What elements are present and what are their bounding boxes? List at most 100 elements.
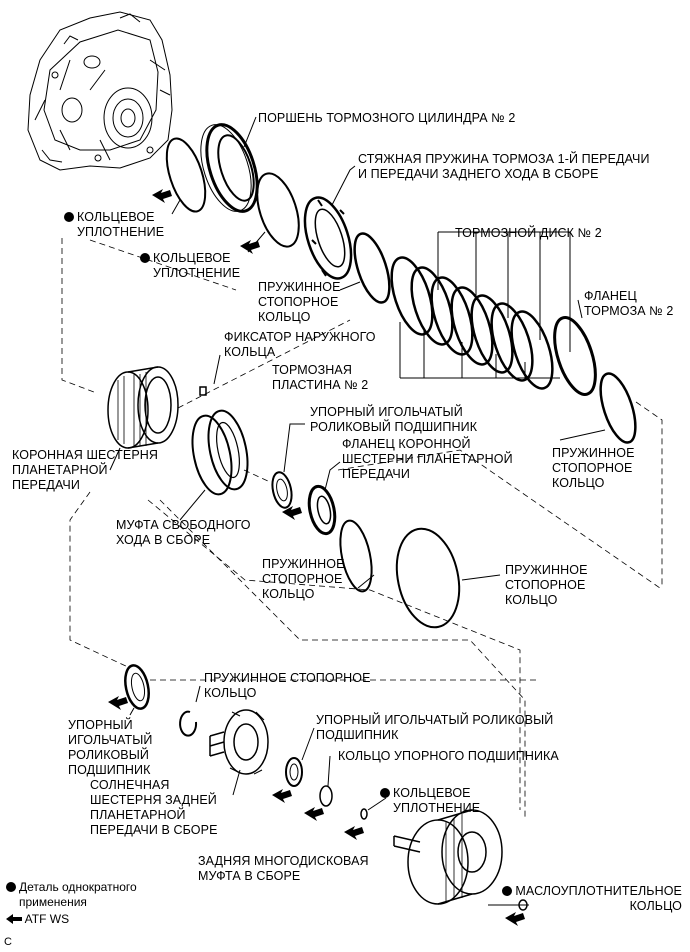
thrust-bearing-1-label-line-2: РОЛИКОВЫЙ ПОДШИПНИК [310, 420, 478, 434]
retainer-label-line-1: ФИКСАТОР НАРУЖНОГО [224, 330, 376, 344]
retainer-part [199, 386, 207, 396]
one-way-clutch-label-line-2: ХОДА В СБОРЕ [116, 533, 211, 547]
return-spring-label-line-1: СТЯЖНАЯ ПРУЖИНА ТОРМОЗА 1-Й ПЕРЕДАЧИ [358, 152, 650, 166]
ring-gear-label-line-2: ПЛАНЕТАРНОЙ [12, 463, 108, 477]
one-way-clutch-part [191, 409, 249, 496]
piston-part [200, 123, 259, 213]
one-way-clutch-label-line-1: МУФТА СВОБОДНОГО [116, 518, 251, 532]
transaxle-case-illustration [27, 11, 173, 171]
thrust-bearing-3-label-line-4: ПОДШИПНИК [68, 763, 151, 777]
sun-gear-label-line-1: СОЛНЕЧНАЯ [90, 778, 170, 792]
thrust-bearing-3-part [124, 664, 150, 710]
brake-plate-label: ТОРМОЗНАЯ ПЛАСТИНА № 2 [272, 363, 368, 393]
snap-ring-1-label-line-1: ПРУЖИННОЕ [258, 280, 341, 294]
thrust-bearing-3-label-line-2: ИГОЛЬЧАТЫЙ [68, 733, 153, 747]
oil-seal-ring-label-line-1: МАСЛОУПЛОТНИТЕЛЬНОЕ [515, 884, 682, 898]
thrust-bearing-1-label-line-1: УПОРНЫЙ ИГОЛЬЧАТЫЙ [310, 405, 463, 419]
o-ring-1-label-line-1: КОЛЬЦЕВОЕ [77, 210, 155, 224]
rear-clutch-part [393, 809, 503, 905]
snap-ring-5-label-line-1: ПРУЖИННОЕ СТОПОРНОЕ [204, 671, 371, 685]
snap-ring-2-label: ПРУЖИННОЕ СТОПОРНОЕ КОЛЬЦО [552, 446, 635, 491]
rear-clutch-label-line-1: ЗАДНЯЯ МНОГОДИСКОВАЯ [198, 854, 369, 868]
snap-ring-2-part [599, 372, 637, 444]
non-reusable-dot-icon [64, 212, 74, 222]
o-ring-1-part [165, 137, 207, 213]
o-ring-2-part [256, 172, 300, 248]
legend-non-reusable-line-2: применения [19, 895, 87, 909]
bearing-race-label: КОЛЬЦО УПОРНОГО ПОДШИПНИКА [338, 749, 559, 763]
o-ring-2-label-line-2: УПЛОТНЕНИЕ [153, 266, 241, 280]
snap-ring-4-part [395, 527, 461, 629]
non-reusable-dot-icon [140, 253, 150, 263]
legend-atf: ATF WS [24, 912, 70, 926]
snap-ring-4-label-line-1: ПРУЖИННОЕ [505, 563, 588, 577]
atf-arrows [108, 189, 525, 926]
thrust-bearing-2-part [285, 757, 303, 787]
ring-gear-label: КОРОННАЯ ШЕСТЕРНЯ ПЛАНЕТАРНОЙ ПЕРЕДАЧИ [12, 448, 158, 493]
brake-plate-label-line-2: ПЛАСТИНА № 2 [272, 378, 369, 392]
sun-gear-part [209, 709, 269, 775]
brake-flange-part [553, 316, 597, 396]
non-reusable-dot-icon [380, 788, 390, 798]
thrust-bearing-3-label-line-1: УПОРНЫЙ [68, 718, 133, 732]
bearing-race-part [319, 785, 333, 807]
rear-clutch-label-line-2: МУФТА В СБОРЕ [198, 869, 301, 883]
assembly-dashed-lines [61, 238, 663, 820]
rear-clutch-label: ЗАДНЯЯ МНОГОДИСКОВАЯ МУФТА В СБОРЕ [198, 854, 369, 884]
brake-flange-label-line-2: ТОРМОЗА № 2 [584, 304, 674, 318]
thrust-bearing-2-label-line-1: УПОРНЫЙ ИГОЛЬЧАТЫЙ РОЛИКОВЫЙ [316, 713, 554, 727]
thrust-bearing-3-label: УПОРНЫЙ ИГОЛЬЧАТЫЙ РОЛИКОВЫЙ ПОДШИПНИК [68, 718, 152, 778]
ring-gear-flange-label: ФЛАНЕЦ КОРОННОЙ ШЕСТЕРНИ ПЛАНЕТАРНОЙ ПЕР… [342, 437, 513, 482]
ring-gear-label-line-1: КОРОННАЯ ШЕСТЕРНЯ [12, 448, 159, 462]
legend: Деталь однократного применения ATF WS [6, 880, 137, 927]
snap-ring-1-label: ПРУЖИННОЕ СТОПОРНОЕ КОЛЬЦО [258, 280, 341, 325]
o-ring-3-label-line-2: УПЛОТНЕНИЕ [393, 801, 481, 815]
snap-ring-1-label-line-3: КОЛЬЦО [258, 310, 311, 324]
brake-leader-lines [399, 231, 571, 379]
snap-ring-3-label: ПРУЖИННОЕ СТОПОРНОЕ КОЛЬЦО [262, 557, 345, 602]
leader-lines [109, 116, 606, 906]
snap-ring-2-label-line-3: КОЛЬЦО [552, 476, 605, 490]
outer-race-retainer-label: ФИКСАТОР НАРУЖНОГО КОЛЬЦА [224, 330, 376, 360]
sun-gear-label-line-4: ПЕРЕДАЧИ В СБОРЕ [90, 823, 218, 837]
oil-seal-ring-label: МАСЛОУПЛОТНИТЕЛЬНОЕ КОЛЬЦО [502, 884, 682, 914]
brake-disc-label: ТОРМОЗНОЙ ДИСК № 2 [455, 226, 602, 240]
snap-ring-4-label-line-2: СТОПОРНОЕ [505, 578, 586, 592]
ring-gear-flange-part [307, 484, 337, 536]
non-reusable-dot-icon [502, 886, 513, 896]
o-ring-3-part [360, 808, 368, 820]
snap-ring-4-label-line-3: КОЛЬЦО [505, 593, 558, 607]
snap-ring-5-label-line-2: КОЛЬЦО [204, 686, 257, 700]
thrust-bearing-3-label-line-3: РОЛИКОВЫЙ [68, 748, 149, 762]
brake-plate-label-line-1: ТОРМОЗНАЯ [272, 363, 352, 377]
brake-flange-label-line-1: ФЛАНЕЦ [584, 289, 637, 303]
oil-seal-ring-label-line-2: КОЛЬЦО [629, 899, 682, 913]
brake-disc-stack [390, 256, 554, 390]
one-way-clutch-label: МУФТА СВОБОДНОГО ХОДА В СБОРЕ [116, 518, 251, 548]
atf-arrow-icon [6, 914, 22, 924]
thrust-bearing-1-part [271, 471, 293, 509]
o-ring-2-label: КОЛЬЦЕВОЕ УПЛОТНЕНИЕ [140, 251, 240, 281]
brake-flange-label: ФЛАНЕЦ ТОРМОЗА № 2 [584, 289, 673, 319]
o-ring-2-label-line-1: КОЛЬЦЕВОЕ [153, 251, 231, 265]
ring-gear-label-line-3: ПЕРЕДАЧИ [12, 478, 80, 492]
return-spring-label-line-2: И ПЕРЕДАЧИ ЗАДНЕГО ХОДА В СБОРЕ [358, 167, 599, 181]
ring-gear-part [107, 366, 179, 449]
return-spring-part [303, 196, 353, 280]
snap-ring-2-label-line-1: ПРУЖИННОЕ [552, 446, 635, 460]
snap-ring-5-part [179, 710, 198, 737]
snap-ring-2-label-line-2: СТОПОРНОЕ [552, 461, 633, 475]
legend-non-reusable-line-1: Деталь однократного [19, 880, 137, 894]
o-ring-3-label-line-1: КОЛЬЦЕВОЕ [393, 786, 471, 800]
sun-gear-label: СОЛНЕЧНАЯ ШЕСТЕРНЯ ЗАДНЕЙ ПЛАНЕТАРНОЙ ПЕ… [90, 778, 218, 838]
snap-ring-1-label-line-2: СТОПОРНОЕ [258, 295, 339, 309]
o-ring-1-label: КОЛЬЦЕВОЕ УПЛОТНЕНИЕ [64, 210, 164, 240]
sun-gear-label-line-2: ШЕСТЕРНЯ ЗАДНЕЙ [90, 793, 217, 807]
snap-ring-1-part [353, 232, 391, 304]
thrust-bearing-2-label: УПОРНЫЙ ИГОЛЬЧАТЫЙ РОЛИКОВЫЙ ПОДШИПНИК [316, 713, 553, 743]
thrust-bearing-1-label: УПОРНЫЙ ИГОЛЬЧАТЫЙ РОЛИКОВЫЙ ПОДШИПНИК [310, 405, 477, 435]
piston-label: ПОРШЕНЬ ТОРМОЗНОГО ЦИЛИНДРА № 2 [258, 111, 516, 125]
snap-ring-4-label: ПРУЖИННОЕ СТОПОРНОЕ КОЛЬЦО [505, 563, 588, 608]
